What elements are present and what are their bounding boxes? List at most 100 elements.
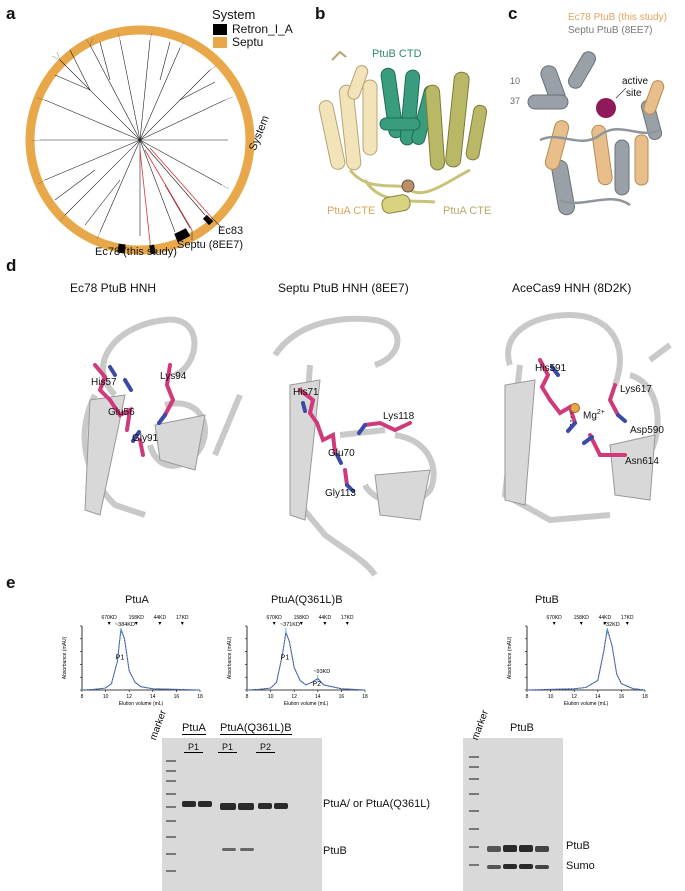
size-marker-arrow [299,622,303,625]
residue-lys94: Lys94 [160,371,187,382]
legend-title: System [212,7,256,22]
panel-label-c: c [508,4,518,23]
size-marker-arrow [579,622,583,625]
elution-trace-overlay [81,629,201,691]
gel2-group-ptub: PtuB [510,722,534,734]
gel1-marker-label: marker [148,708,169,742]
gel1-group-ptuaq361lb: PtuA(Q361L)B [220,722,292,735]
peak-mass-label: ~93KD [313,669,330,675]
x-tick-label: 16 [339,694,345,700]
x-axis-title: Elution volume (mL) [119,701,164,707]
gel1-group-ptua: PtuA [182,722,206,735]
mg-charge: 2+ [596,409,605,416]
legend-swatch-septu [213,37,227,48]
residue-asp590: Asp590 [630,425,664,436]
label-ec83: Ec83 [218,225,244,237]
chart-title-ptuaq361lb: PtuA(Q361L)B [271,594,343,606]
chart-title-ptua: PtuA [125,594,149,606]
gel1-band-label-ptub: PtuB [323,845,347,857]
x-tick-label: 14 [595,694,601,700]
tree-branches [40,39,228,236]
peak-mass-label: ~32KD [603,622,620,628]
residue-number-37: 37 [510,96,521,106]
gel1-subgroup-p1-ptua: P1 [184,742,204,753]
size-marker-arrow [107,622,111,625]
residue-gly91: Gly91 [132,433,159,444]
size-marker-arrow [625,622,629,625]
x-tick-label: 12 [126,694,132,700]
x-axis-title: Elution volume (mL) [564,701,609,707]
x-tick-label: 10 [268,694,274,700]
panel-label-e: e [6,573,16,592]
label-ec78: Ec78 (this study) [95,246,177,258]
residue-number-10: 10 [510,76,521,86]
title-septu-hnh: Septu PtuB HNH (8EE7) [278,281,409,295]
elution-trace-overlay [526,629,646,691]
elution-trace [81,629,201,691]
residue-his71: His71 [293,387,319,398]
elution-trace [246,630,366,691]
label-ptub-ctd: PtuB CTD [372,48,422,60]
elution-trace-overlay [246,631,366,691]
residue-glu70: Glu70 [328,448,355,459]
y-axis-title: Absorbance (mAU) [62,636,68,679]
size-marker-label: 670KD [101,615,117,621]
gel2-band-label-sumo: Sumo [566,860,595,872]
x-tick-label: 10 [548,694,554,700]
peak-mass-label: ~384KD [115,622,135,628]
size-marker-label: 17KD [621,615,634,621]
size-marker-label: 158KD [129,615,145,621]
x-tick-label: 12 [571,694,577,700]
peak-mass-label: ~371KD [280,622,300,628]
x-tick-label: 18 [642,694,648,700]
active-site-label-1: active [622,76,649,87]
x-tick-label: 14 [150,694,156,700]
ptub-overlay-structure [527,51,665,216]
gel1-band-label-ptua: PtuA/ or PtuA(Q361L) [323,798,430,810]
hnh-structure-acecas9 [502,312,672,523]
size-marker-label: 17KD [341,615,354,621]
label-ptua-cte-right: PtuA CTE [443,205,492,217]
y-axis-title: Absorbance (mAU) [507,636,513,679]
size-marker-label: 17KD [176,615,189,621]
residue-his57: His57 [91,377,117,388]
elution-trace [526,629,646,691]
y-axis-title: Absorbance (mAU) [227,636,233,679]
residue-asn614: Asn614 [625,456,659,467]
size-marker-label: 158KD [294,615,310,621]
legend-label-septu: Septu [232,35,264,49]
x-tick-label: 16 [619,694,625,700]
x-tick-label: 10 [103,694,109,700]
mg-symbol: Mg [583,410,597,422]
label-ptua-cte-left: PtuA CTE [327,205,376,217]
size-marker-label: 44KD [154,615,167,621]
x-tick-label: 18 [197,694,203,700]
hnh-structure-septu [272,315,437,577]
sds-page-gel-2 [463,738,563,891]
size-marker-arrow [323,622,327,625]
hnh-structure-ec78 [81,316,243,518]
size-marker-arrow [272,622,276,625]
active-site-label-2: site [626,88,642,99]
residue-lys617: Lys617 [620,384,652,395]
x-tick-label: 16 [174,694,180,700]
x-tick-label: 8 [81,694,84,700]
panel-label-b: b [315,4,326,23]
x-tick-label: 18 [362,694,368,700]
residue-glu56: Glu56 [108,407,135,418]
size-marker-arrow [603,622,607,625]
peak-label: P1 [116,654,125,661]
phylogenetic-tree [25,25,255,255]
residue-his591: His591 [535,363,567,374]
legend-ec78-ptub: Ec78 PtuB (this study) [568,12,667,23]
size-marker-arrow [552,622,556,625]
sds-page-gel-1 [162,738,322,891]
label-septu-8ee7: Septu (8EE7) [177,239,244,251]
x-tick-label: 8 [526,694,529,700]
label-mg-ion: Mg2+ [583,409,605,421]
residue-lys118: Lys118 [383,411,415,422]
x-tick-label: 14 [315,694,321,700]
